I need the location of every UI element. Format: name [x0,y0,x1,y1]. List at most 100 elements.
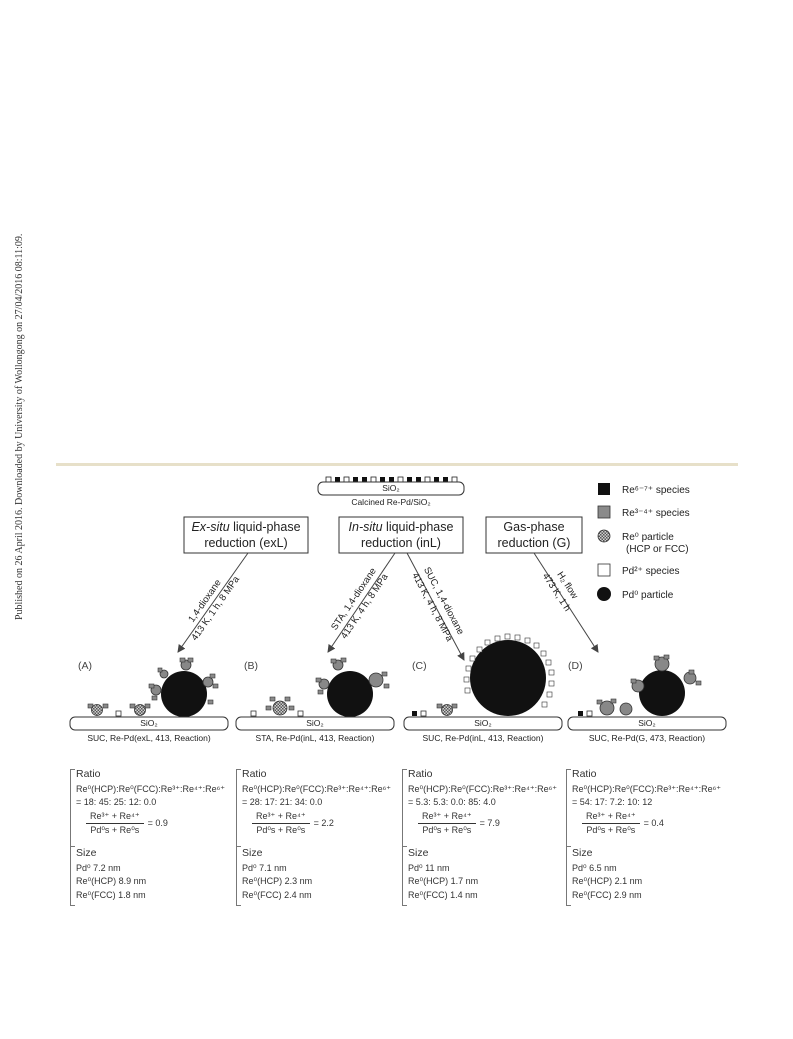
box-inl-italic: In-situ [349,520,383,534]
frac-value: = 0.9 [147,818,168,828]
size-re0-fcc: Re⁰(FCC) 1.4 nm [408,889,478,900]
pd2-square-icon [586,710,593,717]
ratio-line1: Re⁰(HCP):Re⁰(FCC):Re³⁺:Re⁴⁺:Re⁶⁺ [408,783,558,794]
legend-re0: Re⁰ particle [622,532,674,543]
panel-A: (A) SiO₂ SUC, Re-Pd(e [69,657,229,743]
arrows [177,552,599,661]
panel-D-id: (D) [568,660,583,672]
ratio-fraction: Re³⁺ + Re⁴⁺Pd⁰s + Re⁰s= 2.2 [242,810,402,838]
re67-square-icon [412,711,417,716]
re67-square-icon [578,711,583,716]
box-inl-line2: reduction (inL) [361,536,441,550]
legend-pd2: Pd²⁺ species [622,566,680,577]
ratio-line2: = 5.3: 5.3: 0.0: 85: 4.0 [408,797,496,808]
re-decor-A [148,657,219,705]
size-re0-hcp: Re⁰(HCP) 8.9 nm [76,876,147,886]
ratio-fraction: Re³⁺ + Re⁴⁺Pd⁰s + Re⁰s = 0.4 [572,810,732,838]
size-re0-hcp: Re⁰(HCP) 2.1 nm [572,876,643,886]
box-exl-line2: reduction (exL) [204,536,287,550]
box-g-line2: reduction (G) [498,536,571,550]
pd0-particle-A [161,671,207,717]
re-small-C1 [436,703,458,716]
re-decor-D [630,654,702,693]
pd0-particle-D [639,670,685,716]
legend-re34: Re³⁻⁴⁺ species [622,508,690,519]
arrow-to-A [177,552,249,653]
panel-B-support-label: SiO₂ [306,718,323,728]
size-title: Size [76,846,97,859]
frac-denominator: Pd⁰s + Re⁰s [422,825,472,836]
legend-pd0: Pd⁰ particle [622,590,674,601]
svg-text:Ex-situ liquid-phase: Ex-situ liquid-phase [191,520,300,534]
size-title: Size [242,846,263,859]
info-block-A: Ratio Re⁰(HCP):Re⁰(FCC):Re³⁺:Re⁴⁺:Re⁶⁺ =… [70,767,236,906]
re-small-A1 [87,703,109,716]
pd2-square-icon [250,710,257,717]
panel-C-support [403,716,563,731]
panel-D-support-label: SiO₂ [638,718,655,728]
checkered-circle-icon [597,529,611,543]
calcined-support: SiO₂ Calcined Re-Pd/SiO₂ [317,476,465,507]
ratio-title: Ratio [408,768,433,780]
box-g-line1: Gas-phase [503,520,564,534]
info-block-C: Ratio Re⁰(HCP):Re⁰(FCC):Re³⁺:Re⁴⁺:Re⁶⁺ =… [402,767,568,906]
ratio-fraction: Re³⁺ + Re⁴⁺Pd⁰s + Re⁰s = 7.9 [408,810,568,838]
pd0-particle-B [327,671,373,717]
pd0-particle-C [470,640,546,716]
frac-value: = 0.4 [643,818,664,828]
info-block-B: Ratio Re⁰(HCP):Re⁰(FCC):Re³⁺:Re⁴⁺:Re⁶⁺ =… [236,767,402,906]
size-title: Size [572,846,593,859]
size-pd0: Pd⁰ 7.2 nm [76,862,121,873]
frac-numerator: Re³⁺ + Re⁴⁺ [582,810,640,825]
frac-value: = 7.9 [479,818,500,828]
svg-text:In-situ liquid-phase: In-situ liquid-phase [349,520,454,534]
ratio-title: Ratio [76,768,101,780]
divider-rule [56,463,738,466]
info-block-D: Ratio Re⁰(HCP):Re⁰(FCC):Re³⁺:Re⁴⁺:Re⁶⁺ =… [566,767,732,906]
ratio-line1: Re⁰(HCP):Re⁰(FCC):Re³⁺:Re⁴⁺:Re⁶⁺ [572,783,722,794]
gray-square-icon [597,505,611,519]
panel-D: (D) SiO₂ SUC, Re-Pd(G, 473, Reaction) [567,654,727,743]
arrow-label-B: STA, 1,4-dioxane 413 K, 4 h, 8 MPa [329,566,391,641]
ratio-line1: Re⁰(HCP):Re⁰(FCC):Re³⁺:Re⁴⁺:Re⁶⁺ [242,783,392,794]
panel-C: (C) SiO₂ SUC [403,633,563,743]
white-square-icon [597,563,611,577]
panel-B-support [235,716,395,731]
size-re0-fcc: Re⁰(FCC) 2.9 nm [572,889,642,900]
black-circle-icon [597,587,611,601]
ratio-title: Ratio [242,768,267,780]
ratio-line2: = 54: 17: 7.2: 10: 12 [572,797,653,808]
size-re0-hcp: Re⁰(HCP) 2.3 nm [242,876,313,886]
re-decor-B [315,657,390,695]
top-support-label: SiO₂ [382,483,399,493]
box-inl-rest: liquid-phase [383,520,454,534]
legend-re67: Re⁶⁻⁷⁺ species [622,485,690,496]
arrow-to-C [406,552,465,661]
legend: Re⁶⁻⁷⁺ species Re³⁻⁴⁺ species Re⁰ partic… [597,483,690,601]
top-surface-species [325,476,458,483]
pd2-square-icon [420,710,427,717]
panel-C-id: (C) [412,660,427,672]
ratio-line2: = 28: 17: 21: 34: 0.0 [242,797,323,808]
panel-D-support [567,716,727,731]
panel-B-caption: STA, Re-Pd(inL, 413, Reaction) [256,733,375,743]
box-inl: In-situ liquid-phase reduction (inL) [338,516,464,554]
box-exl: Ex-situ liquid-phase reduction (exL) [183,516,309,554]
frac-denominator: Pd⁰s + Re⁰s [256,825,306,836]
frac-denominator: Pd⁰s + Re⁰s [90,825,140,836]
panel-A-support-label: SiO₂ [140,718,157,728]
frac-numerator: Re³⁺ + Re⁴⁺ [252,810,310,825]
size-title: Size [408,846,429,859]
re-small-B1 [265,696,295,716]
legend-re0-sub: (HCP or FCC) [626,544,689,555]
frac-numerator: Re³⁺ + Re⁴⁺ [418,810,476,825]
size-pd0: Pd⁰ 6.5 nm [572,862,617,873]
arrow-to-B [327,552,396,653]
panel-D-caption: SUC, Re-Pd(G, 473, Reaction) [589,733,705,743]
top-support-slab [317,481,465,496]
panel-A-id: (A) [78,660,92,672]
frac-numerator: Re³⁺ + Re⁴⁺ [86,810,144,825]
frac-denominator: Pd⁰s + Re⁰s [586,825,636,836]
pd2-square-icon [297,710,304,717]
